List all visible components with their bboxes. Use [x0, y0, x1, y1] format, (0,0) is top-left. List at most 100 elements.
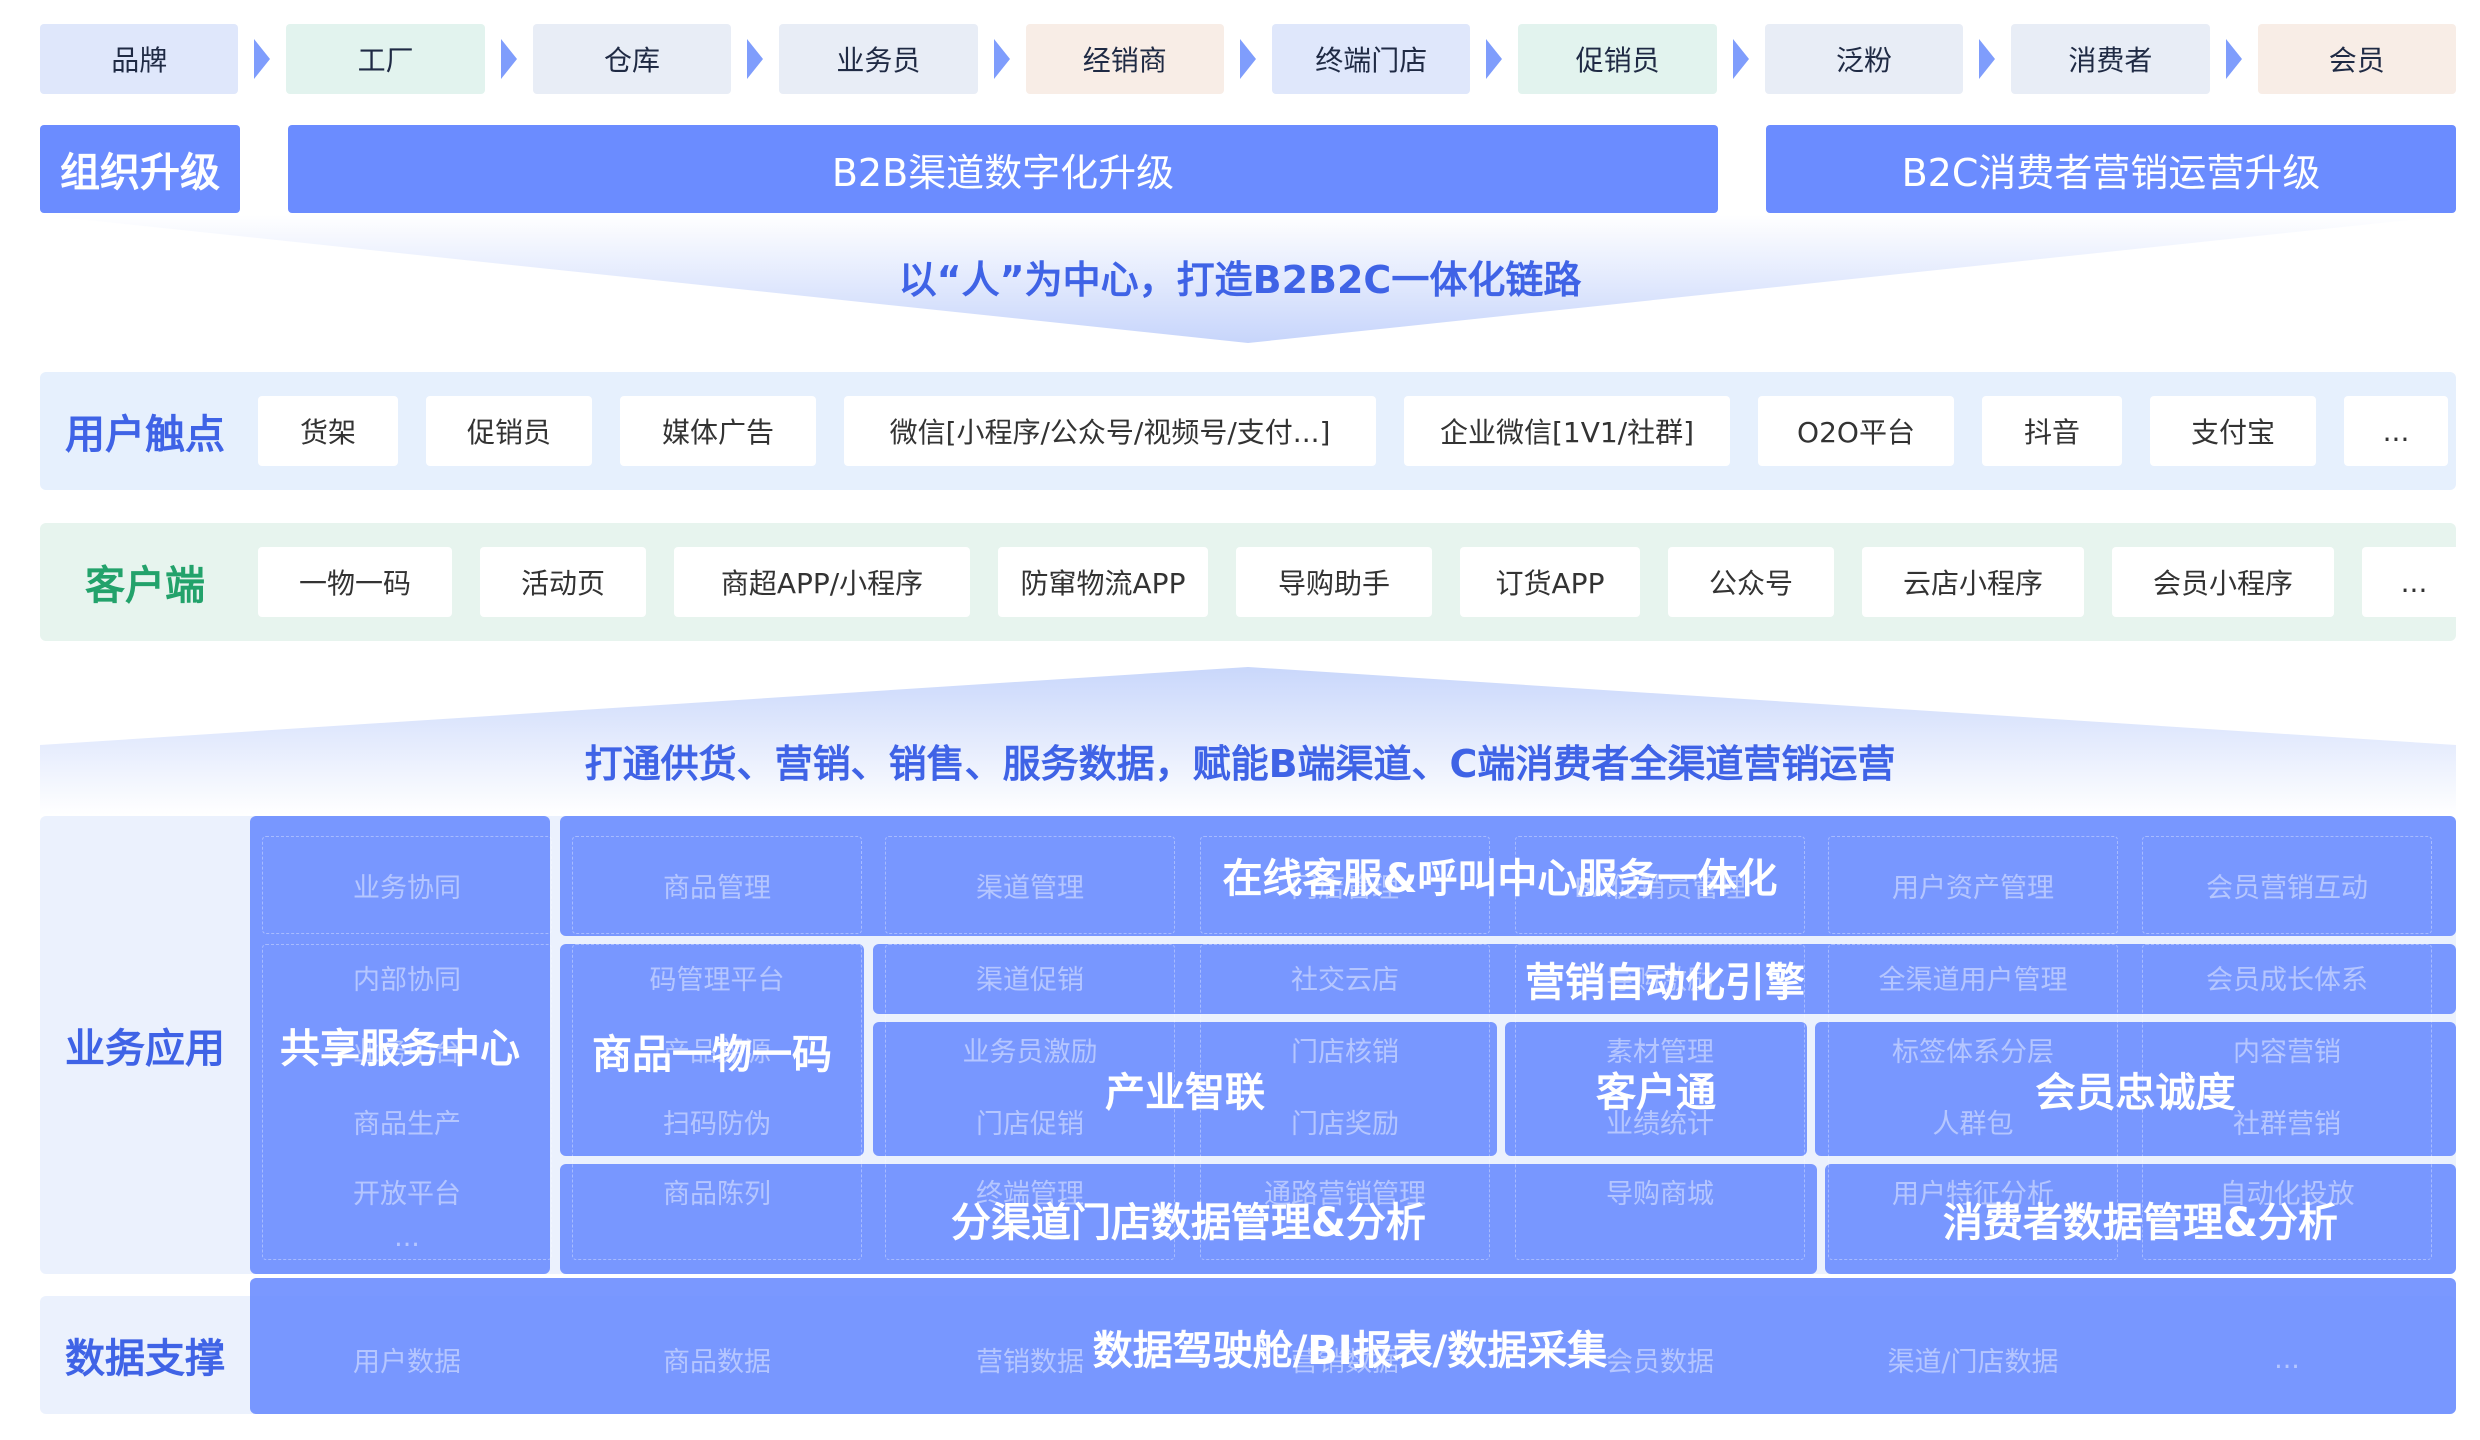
chip: 一物一码: [258, 547, 452, 617]
chip: 会员小程序: [2112, 547, 2334, 617]
chevron-right-icon: [1486, 39, 1503, 79]
module-item: 业绩统计: [1606, 1108, 1714, 1140]
funnel-shape-bottom: [40, 667, 2456, 815]
consumer-data-title: 消费者数据管理&分析: [1943, 1200, 2338, 1246]
flow-step: 业务员: [779, 24, 978, 94]
chip: 公众号: [1668, 547, 1834, 617]
data-support-label: 数据支撑: [65, 1336, 225, 1382]
chip: O2O平台: [1758, 396, 1954, 466]
flow-step: 经销商: [1025, 24, 1224, 94]
flow-step: 工厂: [286, 24, 485, 94]
module-item: 素材管理: [1606, 1036, 1714, 1068]
chip: 云店小程序: [1862, 547, 2084, 617]
chevron-right-icon: [1732, 39, 1749, 79]
chip: 活动页: [480, 547, 646, 617]
module-body-cell: [262, 944, 552, 1260]
slogan-people-centered: 以“人”为中心，打造B2B2C一体化链路: [898, 257, 1582, 302]
chip: 媒体广告: [620, 396, 816, 466]
module-body-cell: [2142, 944, 2432, 1260]
marketing-engine-panel: [873, 944, 2456, 1014]
flow-step: 仓库: [532, 24, 732, 94]
flow-step: 品牌: [40, 24, 239, 94]
data-item: 渠道/门店数据: [1887, 1346, 2059, 1378]
chevron-right-icon: [993, 39, 1010, 79]
module-header-cell: [572, 836, 862, 934]
chip: 促销员: [426, 396, 592, 466]
module-header: 门店管理: [1291, 872, 1399, 904]
data-support-panel: [250, 1278, 2456, 1414]
module-item: 业务中台: [353, 1036, 461, 1068]
chevron-right-icon: [2225, 39, 2242, 79]
data-item: 商品数据: [663, 1346, 771, 1378]
module-item: 自动化投放: [2219, 1178, 2355, 1210]
module-header-cell: [1200, 836, 1490, 934]
module-item: 门店促销: [976, 1108, 1084, 1140]
b2b-upgrade-bar: B2B渠道数字化升级: [288, 125, 1718, 213]
module-item: 门店核销: [1291, 1036, 1399, 1068]
data-item: 营销数据: [976, 1346, 1084, 1378]
data-item: 会员数据: [1606, 1346, 1714, 1378]
slogan-data-empower: 打通供货、营销、销售、服务数据，赋能B端渠道、C端消费者全渠道营销运营: [584, 741, 1896, 786]
module-header: 会员营销互动: [2206, 872, 2368, 904]
module-item: 终端管理: [976, 1178, 1084, 1210]
module-item: 社群营销: [2233, 1108, 2341, 1140]
product-code-title: 商品一物一码: [592, 1032, 832, 1078]
module-item: 内部协同: [353, 964, 461, 996]
online-service-panel: [560, 816, 2456, 936]
loyalty-title: 会员忠诚度: [2035, 1070, 2236, 1116]
module-item: 通路营销管理: [1264, 1178, 1426, 1210]
module-item: 商品生产: [353, 1108, 461, 1140]
shared-service-panel: [250, 816, 550, 1274]
module-item: 人群包: [1932, 1108, 2014, 1140]
module-item: 内容营销: [2233, 1036, 2341, 1068]
module-header-cell: [1828, 836, 2118, 934]
module-body-cell: [1515, 944, 1805, 1260]
chevron-right-icon: [1979, 39, 1996, 79]
b2c-upgrade-bar: B2C消费者营销运营升级: [1766, 125, 2456, 213]
chevron-right-icon: [500, 39, 517, 79]
flow-step: 会员: [2257, 24, 2456, 94]
flow-step: 促销员: [1518, 24, 1717, 94]
module-item: 码管理平台: [649, 964, 785, 996]
org-upgrade-bar: 组织升级: [40, 125, 240, 213]
module-item: 社交云店: [1291, 964, 1399, 996]
module-header: 渠道管理: [976, 872, 1084, 904]
chip: 抖音: [1982, 396, 2122, 466]
module-item: 导购激励: [1606, 964, 1714, 996]
industry-panel: [873, 1022, 1497, 1156]
customer-panel: [1505, 1022, 1807, 1156]
module-header-cell: [2142, 836, 2432, 934]
chevron-right-icon: [254, 39, 271, 79]
module-header: 业务协同: [353, 872, 461, 904]
loyalty-panel: [1815, 1022, 2456, 1156]
data-support-title: 数据驾驶舱/BI报表/数据采集: [1092, 1328, 1608, 1374]
flow-step: 终端门店: [1272, 24, 1471, 94]
module-header: 商品管理: [663, 872, 771, 904]
module-item: 渠道促销: [976, 964, 1084, 996]
consumer-data-panel: [1825, 1164, 2456, 1274]
flow-step: 泛粉: [1764, 24, 1964, 94]
data-item: 营销数据: [1291, 1346, 1399, 1378]
chip: ...: [2362, 547, 2466, 617]
module-header-cell: [262, 836, 552, 934]
module-item: 扫码防伪: [663, 1108, 771, 1140]
channel-data-panel: [560, 1164, 1817, 1274]
chip: 支付宝: [2150, 396, 2316, 466]
product-code-panel: [560, 944, 864, 1156]
marketing-engine-title: 营销自动化引擎: [1525, 960, 1805, 1006]
online-service-title: 在线客服&呼叫中心服务一体化: [1222, 856, 1778, 902]
chevron-right-icon: [1240, 39, 1256, 79]
module-item: 导购商城: [1606, 1178, 1714, 1210]
module-item: 业务员激励: [962, 1036, 1098, 1068]
clients-label: 客户端: [85, 563, 205, 609]
module-body-cell: [885, 944, 1175, 1260]
module-header-cell: [885, 836, 1175, 934]
chip: 订货APP: [1460, 547, 1640, 617]
chip: ...: [2344, 396, 2448, 466]
chip: 导购助手: [1236, 547, 1432, 617]
chip: 防窜物流APP: [998, 547, 1208, 617]
module-header: 用户资产管理: [1892, 872, 2054, 904]
chip: 企业微信[1V1/社群]: [1404, 396, 1730, 466]
customer-title: 客户通: [1596, 1070, 1716, 1116]
touchpoints-label: 用户触点: [65, 412, 225, 458]
